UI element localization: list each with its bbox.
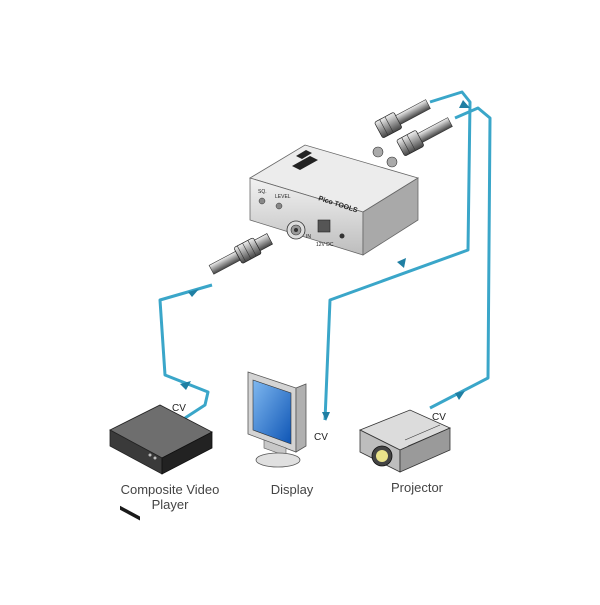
- arrow-4: [397, 258, 406, 268]
- cable-player-to-input: [158, 283, 213, 420]
- input-bnc-port[interactable]: [286, 220, 306, 240]
- display-signal-label: CV: [314, 432, 328, 443]
- display-screen: [252, 379, 292, 445]
- input-label: IN: [306, 234, 311, 240]
- bnc-input-cable: [208, 233, 273, 275]
- bnc-output1-cable: [374, 99, 431, 138]
- player-signal-label: CV: [172, 403, 186, 414]
- player-label-line1: Composite Video: [120, 482, 220, 497]
- projector-signal-label: CV: [432, 412, 446, 423]
- cable-output1-to-display: [323, 90, 472, 421]
- arrow-3: [459, 100, 470, 108]
- player-label-line2: Player: [151, 497, 189, 512]
- display-monitor: [247, 371, 307, 468]
- player-button: [153, 456, 157, 460]
- arrow-1: [180, 381, 191, 390]
- projector-lens-glass: [376, 450, 388, 462]
- arrow-6: [455, 391, 465, 400]
- arrow-2: [188, 289, 199, 297]
- output1-bnc-port[interactable]: [372, 146, 384, 158]
- disc-tray: [120, 505, 140, 521]
- level-knob[interactable]: [275, 202, 283, 210]
- player-button: [148, 453, 152, 457]
- projector-label: Projector: [390, 480, 444, 495]
- sq-knob[interactable]: [258, 197, 266, 205]
- level-label: LEVEL: [275, 194, 291, 200]
- sq-label: SQ.: [258, 189, 267, 195]
- brand-logo: [292, 150, 318, 170]
- power-label: 12V DC: [316, 242, 334, 248]
- arrow-5: [322, 412, 330, 421]
- flow-arrows: [180, 100, 470, 421]
- display-label: Display: [270, 482, 314, 497]
- power-led: [339, 233, 345, 239]
- projector: [359, 409, 451, 473]
- output2-bnc-port[interactable]: [386, 156, 398, 168]
- display-stand: [255, 452, 301, 468]
- composite-video-player: [109, 404, 213, 521]
- pico-tools-device: Pico TOOLS SQ. LEVEL IN 12V DC: [249, 144, 419, 256]
- bnc-output2-cable: [396, 117, 453, 156]
- player-label: Composite Video Player: [110, 482, 230, 512]
- cable-output2-to-projector: [429, 106, 492, 410]
- power-jack[interactable]: [317, 219, 331, 233]
